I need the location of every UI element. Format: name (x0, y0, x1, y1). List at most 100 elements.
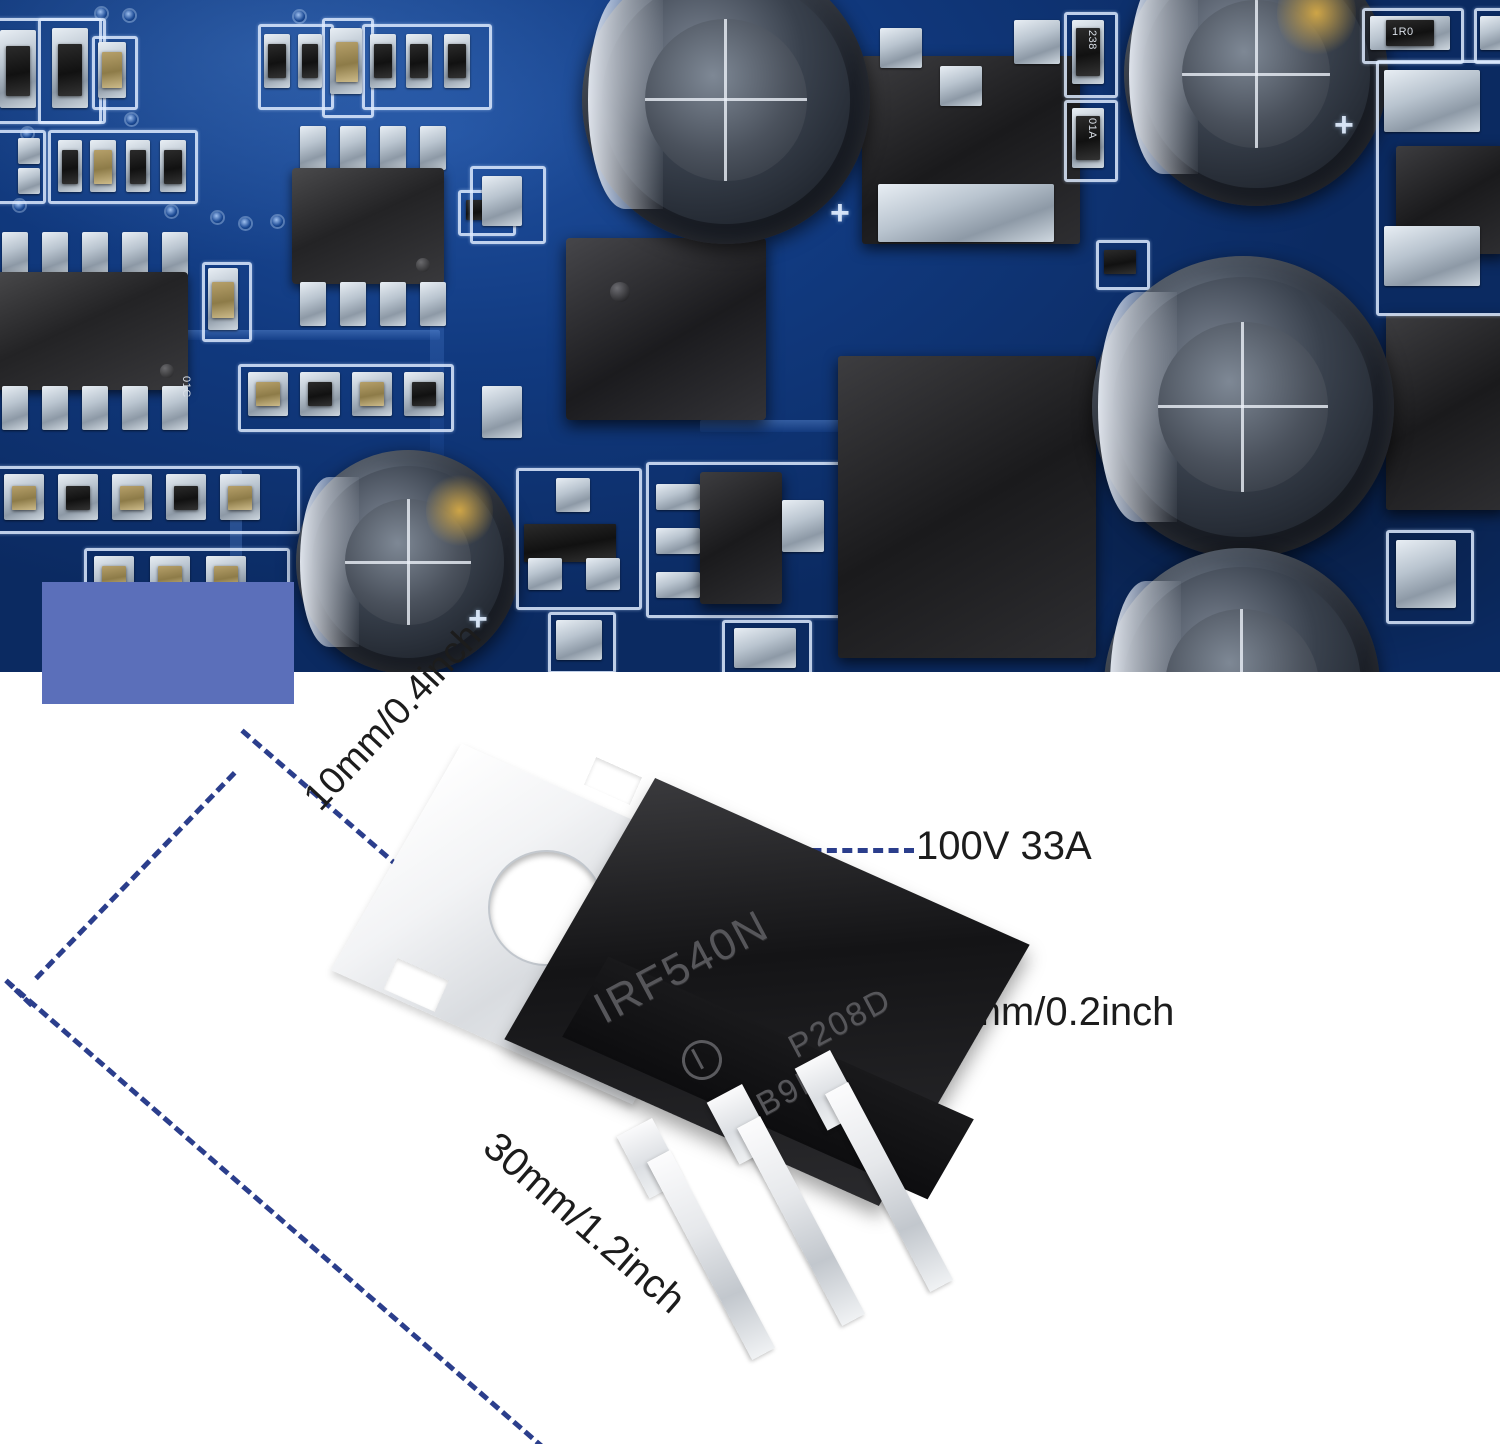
solder-pad (2, 386, 28, 430)
solder-pad (420, 282, 446, 326)
pcb-via (14, 200, 25, 211)
smd-capacitor (336, 42, 358, 82)
smd-capacitor (94, 150, 112, 184)
pcb-via (166, 206, 177, 217)
polarity-plus-mark: + (830, 194, 850, 232)
solder-pad (656, 484, 700, 510)
silkscreen-outline (0, 466, 300, 534)
silkscreen-outline (722, 620, 812, 672)
component-marking: 01A (1086, 118, 1098, 140)
solder-pad (1384, 226, 1480, 286)
smd-resistor (174, 486, 198, 510)
pcb-via (212, 212, 223, 223)
solder-pad (940, 66, 982, 106)
electrolytic-capacitor (582, 0, 870, 244)
smd-resistor (164, 150, 182, 184)
electrolytic-capacitor (1124, 0, 1388, 206)
dimension-diagram: 10mm/0.4inch 30mm/1.2inch 100V 33A 4.5mm… (0, 615, 1500, 1444)
silkscreen-outline (470, 166, 546, 244)
solder-pad (420, 126, 446, 170)
smd-resistor (308, 382, 332, 406)
silkscreen-outline (548, 612, 616, 672)
polarity-plus-mark: + (468, 600, 488, 638)
solder-pad (162, 386, 188, 430)
solder-pad (2, 232, 28, 276)
smd-resistor (410, 44, 428, 78)
smd-capacitor (212, 282, 234, 318)
smd-resistor (130, 150, 146, 184)
to220-tab-notch (584, 757, 642, 805)
silkscreen-outline (362, 24, 492, 110)
silkscreen-outline (1064, 12, 1118, 98)
capacitor-gold-marking (425, 472, 494, 549)
leader-line-rating-horizontal (796, 848, 914, 853)
silkscreen-outline (202, 262, 252, 342)
pcb-via (126, 114, 137, 125)
capacitor-vent-score (645, 19, 807, 181)
smd-resistor (448, 44, 466, 78)
solder-pad (586, 558, 620, 590)
solder-pad (1480, 16, 1500, 50)
silkscreen-outline (0, 130, 46, 204)
solder-pad (82, 386, 108, 430)
solder-pad (18, 168, 40, 194)
solder-pad (656, 528, 700, 554)
smd-resistor (62, 150, 78, 184)
solder-pad (162, 232, 188, 276)
smd-resistor (302, 44, 318, 78)
smd-capacitor (102, 52, 122, 88)
pcb-trace (120, 330, 440, 340)
solder-pad (734, 628, 796, 668)
solder-pad (340, 282, 366, 326)
silkscreen-outline (1386, 530, 1474, 624)
smd-resistor (412, 382, 436, 406)
solder-pad (122, 386, 148, 430)
solder-pad (556, 620, 602, 660)
to220-lead (647, 1150, 776, 1360)
silkscreen-outline (92, 36, 138, 110)
power-package (838, 356, 1096, 658)
solder-pad (1384, 70, 1480, 132)
solder-pad (42, 386, 68, 430)
smd-capacitor (228, 486, 252, 510)
smd-resistor (66, 486, 90, 510)
rating-label: 100V 33A (916, 824, 1092, 868)
solder-pad (82, 232, 108, 276)
electrolytic-capacitor (1104, 548, 1380, 672)
silkscreen-outline (1096, 240, 1150, 290)
silkscreen-outline (516, 468, 642, 610)
silkscreen-outline (1064, 100, 1118, 182)
smd-capacitor (360, 382, 384, 406)
pcb-via (294, 11, 305, 22)
smd-capacitor (12, 486, 36, 510)
to220-mounting-hole (610, 281, 630, 302)
smd-resistor (58, 44, 82, 96)
smd-resistor (1076, 28, 1100, 76)
smd-capacitor (120, 486, 144, 510)
solder-pad (42, 232, 68, 276)
solder-pad (1396, 540, 1456, 608)
to220-transistor-on-board (566, 238, 766, 420)
pcb-macro-photo: 01C (0, 0, 1500, 672)
capacitor-vent-score (1158, 322, 1328, 492)
soic-integrated-circuit (292, 168, 444, 284)
solder-pad (880, 28, 922, 68)
polarity-plus-mark: + (1334, 106, 1354, 144)
pcb-via (240, 218, 251, 229)
solder-pad (380, 126, 406, 170)
component-marking: 01C (180, 376, 192, 398)
solder-pad (1014, 20, 1060, 64)
sot23-transistor (524, 524, 616, 562)
component-marking: 238 (1086, 30, 1098, 50)
silkscreen-outline (1376, 60, 1500, 316)
power-package (1386, 314, 1500, 510)
smd-capacitor (256, 382, 280, 406)
pcb-via (272, 216, 283, 227)
dimension-line-height (34, 771, 237, 981)
solder-pad (656, 572, 700, 598)
silkscreen-outline (48, 130, 198, 204)
smd-resistor (1386, 20, 1434, 46)
smd-resistor (268, 44, 286, 78)
smd-resistor (374, 44, 392, 78)
smd-resistor (1076, 116, 1100, 160)
